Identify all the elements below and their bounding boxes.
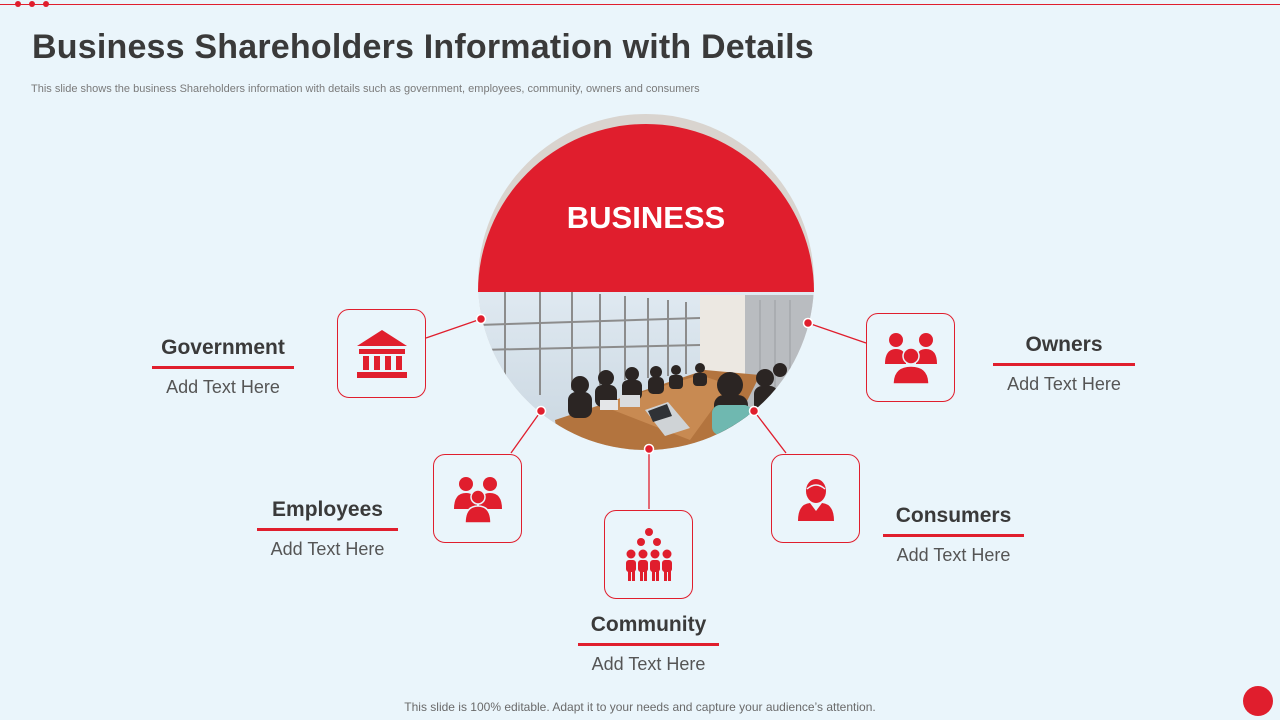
connector-lines (425, 318, 867, 509)
employees-icon-box (433, 454, 522, 543)
owners-title: Owners (993, 333, 1135, 366)
connector-dots (475, 313, 814, 455)
owners-icon-box (866, 313, 955, 402)
government-label: Government Add Text Here (152, 336, 294, 398)
users-icon (884, 332, 937, 384)
person-icon (797, 478, 834, 521)
decor-dot (29, 1, 35, 7)
employees-text: Add Text Here (270, 539, 385, 559)
top-rule (0, 4, 1280, 5)
business-label: BUSINESS (566, 200, 726, 235)
consumers-text: Add Text Here (896, 545, 1011, 565)
consumers-title: Consumers (883, 504, 1024, 537)
page-title: Business Shareholders Information with D… (32, 28, 814, 66)
bank-icon (356, 329, 407, 378)
government-icon-box (337, 309, 426, 398)
owners-text: Add Text Here (1007, 374, 1121, 394)
employees-label: Employees Add Text Here (257, 498, 398, 560)
community-text: Add Text Here (591, 654, 706, 674)
page-subtitle: This slide shows the business Shareholde… (31, 83, 700, 95)
employees-title: Employees (257, 498, 398, 531)
group-icon (453, 476, 502, 523)
consumers-label: Consumers Add Text Here (883, 504, 1024, 566)
corner-dot (1243, 686, 1273, 716)
consumers-icon-box (771, 454, 860, 543)
owners-label: Owners Add Text Here (993, 333, 1135, 395)
community-label: Community Add Text Here (578, 613, 719, 675)
community-title: Community (578, 613, 719, 646)
decor-dot (43, 1, 49, 7)
government-title: Government (152, 336, 294, 369)
community-icon-box (604, 510, 693, 599)
decor-dot (15, 1, 21, 7)
footer-note: This slide is 100% editable. Adapt it to… (404, 700, 876, 714)
business-banner (478, 124, 814, 292)
crowd-icon (625, 527, 672, 581)
government-text: Add Text Here (166, 377, 280, 397)
